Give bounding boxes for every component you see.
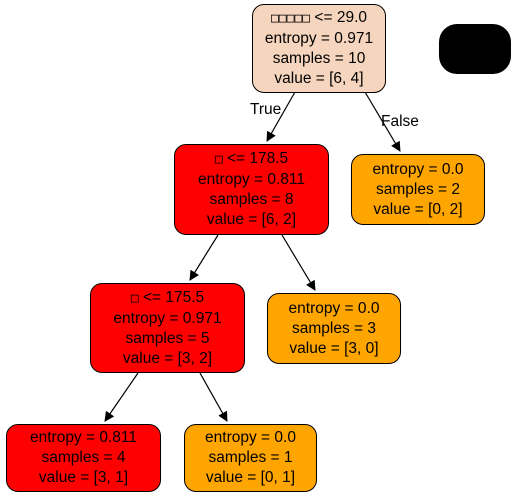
node-n5-samples: samples = 4 — [41, 449, 126, 466]
node-n4-samples: samples = 3 — [291, 319, 376, 337]
node-n1-entropy: entropy = 0.811 — [197, 171, 305, 188]
node-n1-samples: samples = 8 — [209, 191, 294, 208]
node-n6-samples: samples = 1 — [208, 449, 293, 466]
node-n4-entropy: entropy = 0.0 — [288, 299, 380, 317]
node-n4-value: value = [3, 0] — [289, 339, 379, 357]
node-n1-split: □ <= 178.5 — [215, 149, 288, 170]
node-n2-entropy: entropy = 0.0 — [372, 160, 464, 178]
edge-label-true: True — [250, 101, 282, 118]
node-n1-feature: □ — [214, 152, 223, 167]
node-root-entropy: entropy = 0.971 — [264, 30, 374, 47]
edge-n1-n3 — [189, 234, 219, 281]
node-root-value: value = [6, 4] — [274, 70, 364, 87]
node-root-feature: □□□□□ — [270, 11, 311, 26]
node-n2: entropy = 0.0 samples = 2 value = [0, 2] — [351, 154, 485, 225]
node-n2-value: value = [0, 2] — [373, 200, 463, 218]
node-root-samples: samples = 10 — [272, 50, 366, 67]
edge-root-n2 — [364, 91, 401, 152]
edge-n3-n6 — [199, 372, 228, 422]
node-n6: entropy = 0.0 samples = 1 value = [0, 1] — [184, 424, 317, 492]
edge-root-n1 — [266, 91, 296, 142]
node-n1: □ <= 178.5 entropy = 0.811 samples = 8 v… — [174, 144, 329, 235]
edge-n3-n5 — [104, 372, 139, 422]
node-n4: entropy = 0.0 samples = 3 value = [3, 0] — [267, 293, 401, 364]
node-n1-test: <= 178.5 — [222, 150, 289, 167]
node-n3-value: value = [3, 2] — [122, 349, 213, 367]
node-n3-samples: samples = 5 — [125, 329, 210, 347]
node-n5: entropy = 0.811 samples = 4 value = [3, … — [6, 424, 161, 492]
node-n5-entropy: entropy = 0.811 — [29, 429, 137, 446]
node-n6-entropy: entropy = 0.0 — [205, 429, 296, 446]
node-root: □□□□□ <= 29.0 entropy = 0.971 samples = … — [252, 4, 386, 93]
node-n6-value: value = [0, 1] — [205, 469, 296, 486]
node-root-split: □□□□□ <= 29.0 — [271, 8, 367, 29]
node-n3: □ <= 175.5 entropy = 0.971 samples = 5 v… — [90, 283, 245, 373]
edge-label-false: False — [381, 113, 419, 130]
node-n3-entropy: entropy = 0.971 — [113, 309, 222, 327]
node-root-test: <= 29.0 — [310, 9, 368, 26]
edge-n1-n4 — [281, 234, 316, 291]
node-n5-value: value = [3, 1] — [38, 469, 129, 486]
node-n3-feature: □ — [130, 290, 139, 306]
node-n3-split: □ <= 175.5 — [131, 288, 204, 309]
node-n2-samples: samples = 2 — [375, 180, 460, 198]
node-n3-test: <= 175.5 — [138, 288, 205, 306]
node-n1-value: value = [6, 2] — [206, 211, 297, 228]
redaction-blob — [439, 24, 511, 74]
